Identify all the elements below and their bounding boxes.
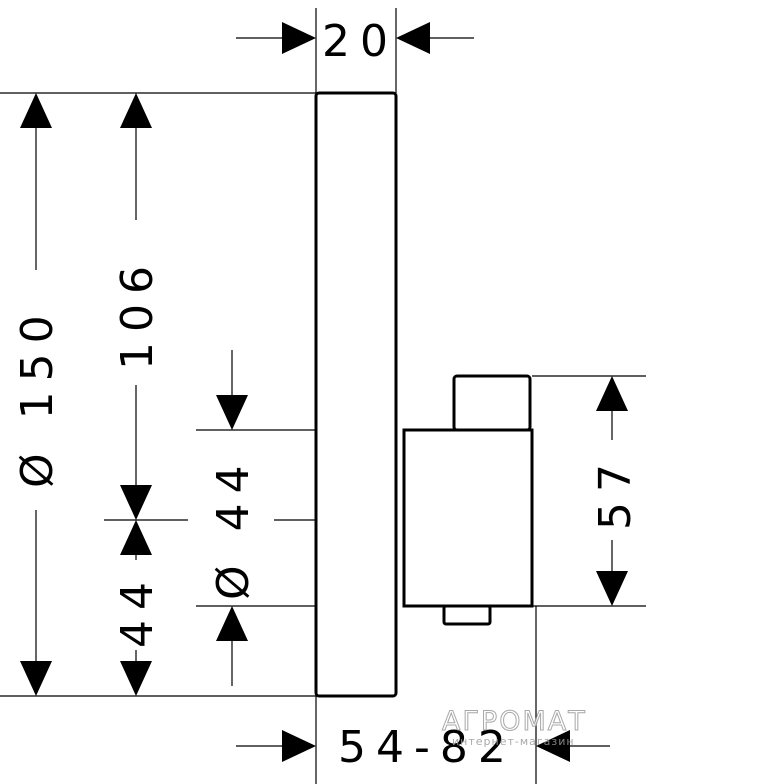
watermark-brand: АГРОМАТ [442,706,587,737]
arrowhead-106-top [120,93,152,128]
arrowheads [20,22,628,762]
arrowhead-150-top [20,93,52,128]
label-projection-54-82: 54-82 [338,722,516,773]
arrowhead-57-bottom [596,571,628,606]
escutcheon-plate [314,91,398,698]
label-diameter-44: Ø 44 [208,455,259,600]
extension-lines [0,8,646,784]
arrowhead-150-bottom [20,661,52,696]
product-outline [314,91,534,698]
thermostat-knob [452,374,532,432]
arrowhead-20-left [282,22,316,54]
arrowhead-d44-bottom [216,606,248,641]
bottom-nub [442,604,492,626]
arrowhead-57-top [596,376,628,411]
arrowhead-d44-top [216,395,248,430]
watermark-subtitle: интернет-магазин [452,735,575,748]
label-depth-20: 20 [322,16,398,67]
arrowhead-20-right [396,22,430,54]
arrowhead-106-bottom [120,485,152,520]
watermark: АГРОМАТ интернет-магазин [442,706,587,749]
thermostat-body [402,428,534,608]
label-diameter-150: Ø 150 [12,305,63,488]
arrowhead-44-top [120,520,152,555]
arrowhead-54-82-left [282,730,316,762]
label-handle-57: 57 [590,454,641,530]
label-height-106: 106 [112,256,163,370]
arrowhead-44-bottom [120,661,152,696]
label-height-44: 44 [112,572,163,648]
arrowhead-54-82-right [536,730,570,762]
